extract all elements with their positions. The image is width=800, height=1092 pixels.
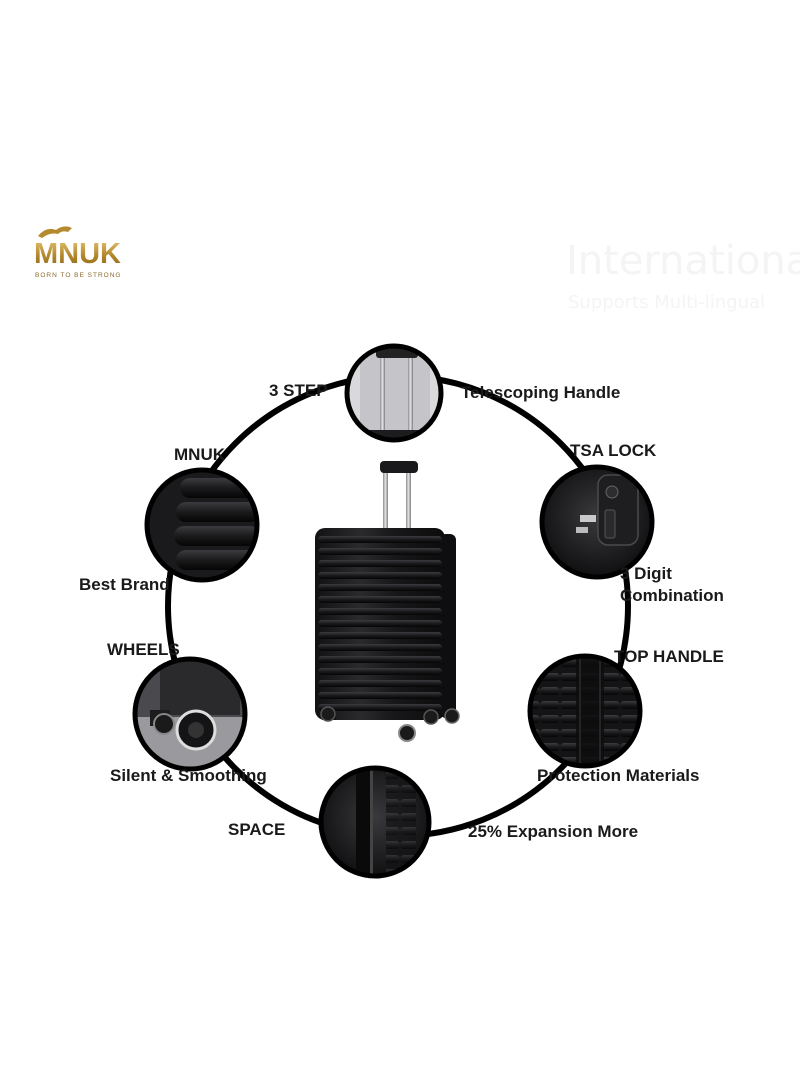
expansion-zipper-photo [318,765,432,879]
telescoping-handle-photo [344,343,444,443]
label-space: SPACE [228,820,286,839]
suitcase-rib [318,560,442,567]
brand-tagline: BORN TO BE STRONG [35,272,122,279]
suitcase-rib [318,644,442,651]
label-best-brand: Best Brand [79,575,170,594]
label-mnuk: MNUK [174,445,225,464]
suitcase-rib [318,572,442,579]
suitcase-rib [318,704,442,711]
suitcase-rib [318,668,442,675]
tsa-lock-photo [539,464,655,580]
label-wheels: WHEELS [107,640,180,659]
label-combination: Combination [620,586,724,605]
label-tsa-lock: TSA LOCK [570,441,657,460]
suitcase-rib [318,656,442,663]
label-silent-smoothing: Silent & Smoothing [110,766,267,785]
spinner-wheel-photo [132,656,248,772]
brand-logo: MNUK BORN TO BE STRONG [32,222,128,284]
suitcase-rib [318,536,442,543]
suitcase-rib [318,608,442,615]
label-telescoping-handle: Telescoping Handle [461,383,621,402]
label-top-handle: TOP HANDLE [614,647,724,666]
suitcase-rib [318,620,442,627]
suitcase-rib [318,680,442,687]
shell-ribs-photo [144,467,260,583]
watermark-line-2: Supports Multi-lingual [568,292,766,313]
suitcase-rib [318,584,442,591]
suitcase-rib [318,596,442,603]
label-3-step: 3 STEP [269,381,328,400]
suitcase-rib [318,692,442,699]
suitcase-photo [315,461,460,742]
brand-logo-text: MNUK [34,238,121,270]
label-expansion: 25% Expansion More [468,822,639,841]
suitcase-rib [318,632,442,639]
label-protection-materials: Protection Materials [537,766,700,785]
top-handle-photo [527,653,643,769]
watermark-line-1: International [566,238,800,284]
label-3-digit: 3 Digit [620,564,672,583]
horse-icon [38,226,72,238]
suitcase-rib [318,548,442,555]
